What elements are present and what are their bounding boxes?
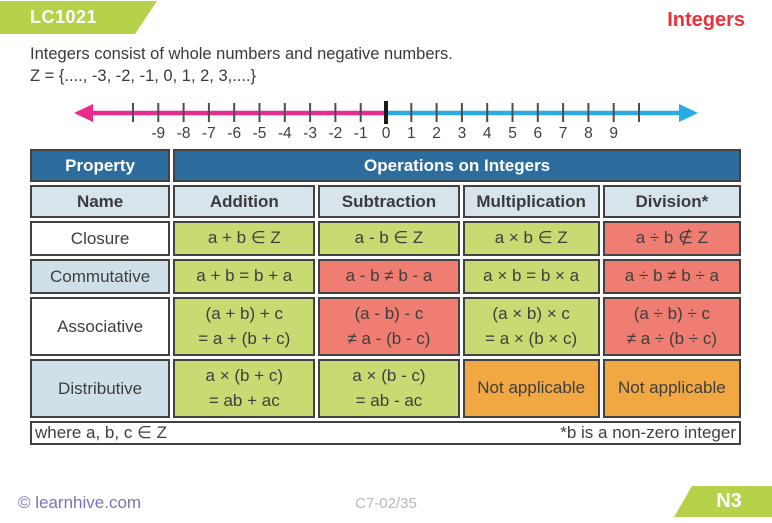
page-title: Integers	[667, 9, 745, 31]
svg-text:-9: -9	[151, 125, 165, 142]
commutative-row: Commutative a + b = b + a a - b ≠ b - a …	[30, 259, 741, 294]
distributive-name-cell: Distributive	[30, 359, 171, 418]
svg-text:-8: -8	[177, 125, 191, 142]
svg-text:-1: -1	[354, 125, 368, 142]
closure-row: Closure a + b ∈ Z a - b ∈ Z a × b ∈ Z a …	[30, 221, 741, 256]
commutative-division-cell: a ÷ b ≠ b ÷ a	[602, 259, 741, 294]
property-header-cell: Property	[30, 149, 171, 182]
distributive-addition-cell: a × (b + c) = ab + ac	[173, 359, 316, 418]
column-header-multiplication: Multiplication	[462, 185, 600, 218]
closure-division-cell: a ÷ b ∉ Z	[602, 221, 741, 256]
svg-text:2: 2	[432, 125, 441, 142]
distributive-row: Distributive a × (b + c) = ab + ac a × (…	[30, 359, 741, 418]
table-subheader-row: Name Addition Subtraction Multiplication…	[30, 185, 741, 218]
svg-text:3: 3	[458, 125, 467, 142]
commutative-multiplication-cell: a × b = b × a	[462, 259, 600, 294]
svg-text:-6: -6	[227, 125, 241, 142]
column-header-division: Division*	[602, 185, 741, 218]
commutative-subtraction-cell: a - b ≠ b - a	[318, 259, 460, 294]
closure-addition-cell: a + b ∈ Z	[173, 221, 316, 256]
closure-name-cell: Closure	[30, 221, 171, 256]
level-badge: N3	[674, 486, 772, 517]
svg-text:-2: -2	[329, 125, 343, 142]
table-footnote-right: *b is a non-zero integer	[560, 423, 736, 442]
operations-table: Property Operations on Integers Name Add…	[27, 146, 744, 448]
svg-text:8: 8	[584, 125, 593, 142]
distributive-multiplication-cell: Not applicable	[462, 359, 600, 418]
associative-division-cell: (a ÷ b) ÷ c ≠ a ÷ (b ÷ c)	[602, 297, 741, 356]
svg-text:6: 6	[533, 125, 542, 142]
svg-text:-7: -7	[202, 125, 216, 142]
associative-name-cell: Associative	[30, 297, 171, 356]
svg-text:1: 1	[407, 125, 416, 142]
svg-text:5: 5	[508, 125, 517, 142]
copyright-text: © learnhive.com	[18, 493, 142, 512]
svg-text:9: 9	[609, 125, 618, 142]
operations-header-cell: Operations on Integers	[173, 149, 741, 182]
associative-subtraction-cell: (a - b) - c ≠ a - (b - c)	[318, 297, 460, 356]
associative-addition-cell: (a + b) + c = a + (b + c)	[173, 297, 316, 356]
page-code: C7-02/35	[355, 495, 417, 512]
commutative-name-cell: Commutative	[30, 259, 171, 294]
column-header-subtraction: Subtraction	[318, 185, 460, 218]
lesson-code-label: LC1021	[30, 7, 98, 27]
closure-subtraction-cell: a - b ∈ Z	[318, 221, 460, 256]
closure-multiplication-cell: a × b ∈ Z	[462, 221, 600, 256]
svg-text:4: 4	[483, 125, 492, 142]
svg-text:-4: -4	[278, 125, 292, 142]
svg-text:7: 7	[559, 125, 568, 142]
associative-multiplication-cell: (a × b) × c = a × (b × c)	[462, 297, 600, 356]
commutative-addition-cell: a + b = b + a	[173, 259, 316, 294]
svg-text:-3: -3	[303, 125, 317, 142]
svg-text:-5: -5	[253, 125, 267, 142]
distributive-subtraction-cell: a × (b - c) = ab - ac	[318, 359, 460, 418]
intro-line-1: Integers consist of whole numbers and ne…	[30, 45, 453, 63]
distributive-division-cell: Not applicable	[602, 359, 741, 418]
table-footnote-left: where a, b, c ∈ Z	[35, 423, 167, 442]
intro-text: Integers consist of whole numbers and ne…	[30, 43, 453, 87]
column-header-name: Name	[30, 185, 171, 218]
intro-line-2: Z = {...., -3, -2, -1, 0, 1, 2, 3,....}	[30, 67, 257, 85]
lesson-code-badge: LC1021	[0, 1, 157, 34]
table-footnote-row: where a, b, c ∈ Z *b is a non-zero integ…	[30, 421, 741, 445]
associative-row: Associative (a + b) + c = a + (b + c) (a…	[30, 297, 741, 356]
level-badge-label: N3	[716, 490, 742, 512]
column-header-addition: Addition	[173, 185, 316, 218]
table-header-row: Property Operations on Integers	[30, 149, 741, 182]
svg-text:0: 0	[382, 125, 391, 142]
